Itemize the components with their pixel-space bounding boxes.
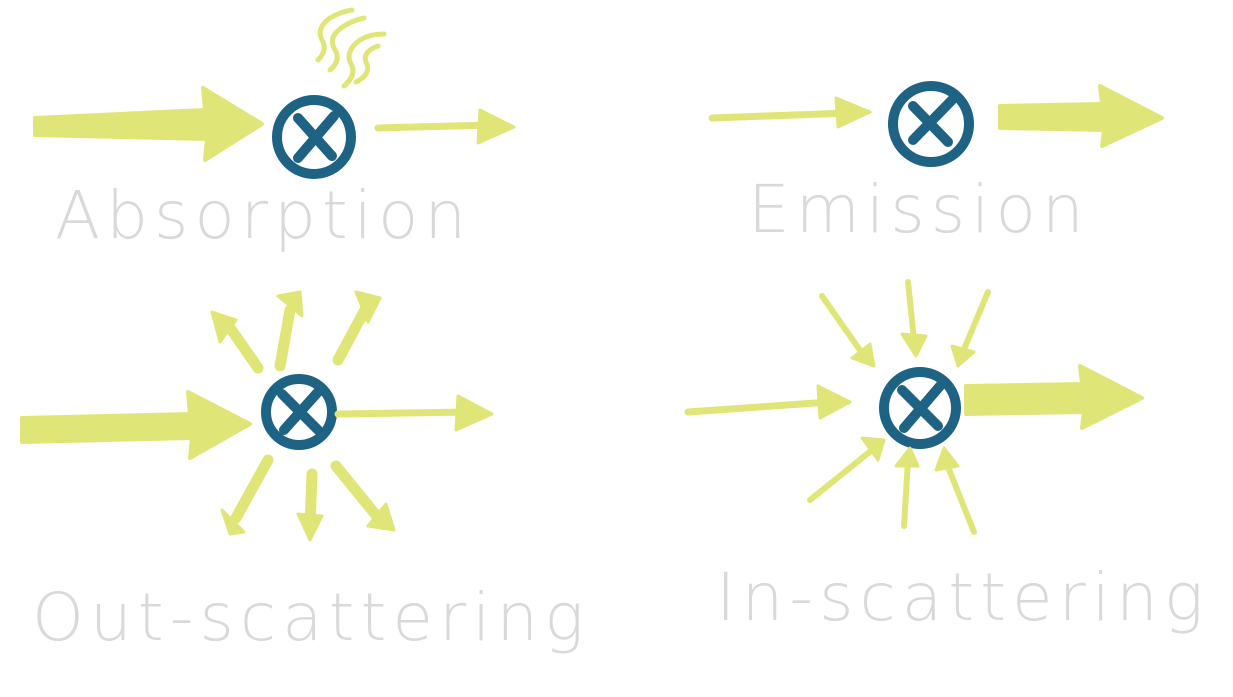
- emission-particle: [888, 81, 974, 167]
- out-scattered-rays: [210, 290, 396, 542]
- absorption-particle: [272, 95, 356, 179]
- absorption-incoming-arrow: [33, 86, 264, 162]
- in-scattering-outgoing-arrow: [964, 364, 1144, 430]
- out-scattering-outgoing-arrow: [334, 394, 494, 432]
- in-scattering-particle: [879, 367, 961, 449]
- panel-absorption: Absorption: [33, 7, 516, 254]
- emission-incoming-arrow: [708, 96, 872, 129]
- heat-squiggle-icon: [315, 7, 387, 89]
- label-in-scattering: In-scattering: [716, 559, 1210, 636]
- label-out-scattering: Out-scattering: [32, 579, 590, 656]
- absorption-outgoing-arrow: [374, 108, 516, 145]
- in-scattered-rays: [807, 279, 991, 535]
- out-scattering-incoming-arrow: [20, 390, 252, 460]
- emission-outgoing-arrow: [998, 84, 1164, 148]
- out-scattering-particle: [261, 374, 337, 450]
- label-emission: Emission: [748, 171, 1090, 248]
- panel-out-scattering: Out-scattering: [20, 290, 590, 656]
- label-absorption: Absorption: [55, 177, 472, 254]
- in-scattering-incoming-arrow: [684, 384, 852, 420]
- panel-in-scattering: In-scattering: [684, 279, 1210, 636]
- panel-emission: Emission: [708, 81, 1164, 248]
